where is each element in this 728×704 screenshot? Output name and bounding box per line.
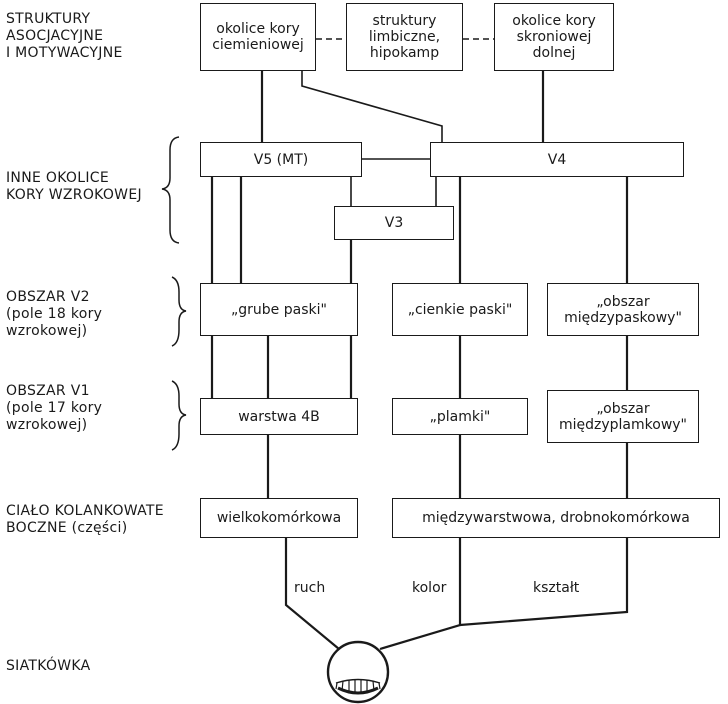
box-parvocellular: międzywarstwowa, drobnokomórkowa xyxy=(392,498,720,538)
box-parietal-cortex: okolice kory ciemieniowej xyxy=(200,3,316,71)
level-label-assoc: STRUKTURY ASOCJACYJNE I MOTYWACYJNE xyxy=(6,11,123,61)
box-interstripe: „obszar międzypaskowy" xyxy=(547,283,699,336)
pathway-label-shape: kształt xyxy=(531,580,582,597)
line-parietal-v4 xyxy=(301,70,443,142)
pathway-label-color: kolor xyxy=(410,580,449,597)
box-v3: V3 xyxy=(334,206,454,240)
brace-v2 xyxy=(171,276,187,347)
box-limbic-structures: struktury limbiczne, hipokamp xyxy=(346,3,463,71)
brace-other-visual xyxy=(161,136,180,244)
box-blobs: „plamki" xyxy=(392,398,528,435)
eye-icon xyxy=(326,640,390,704)
line-magno-retina xyxy=(284,538,340,650)
level-label-v1: OBSZAR V1 (pole 17 kory wzrokowej) xyxy=(6,383,103,433)
level-label-other-visual: INNE OKOLICE KORY WZROKOWEJ xyxy=(6,170,142,203)
line-parvo-retina-shape xyxy=(459,538,629,627)
level-label-lgn: CIAŁO KOLANKOWATE BOCZNE (części) xyxy=(6,503,164,536)
pathway-label-motion: ruch xyxy=(292,580,328,597)
box-v5-mt: V5 (MT) xyxy=(200,142,362,177)
box-magnocellular: wielkokomórkowa xyxy=(200,498,358,538)
level-label-v2: OBSZAR V2 (pole 18 kory wzrokowej) xyxy=(6,289,103,339)
box-layer-4b: warstwa 4B xyxy=(200,398,358,435)
box-thick-stripes: „grube paski" xyxy=(200,283,358,336)
box-v4: V4 xyxy=(430,142,684,177)
box-interblob: „obszar międzyplamkowy" xyxy=(547,390,699,443)
level-label-retina: SIATKÓWKA xyxy=(6,658,91,674)
box-thin-stripes: „cienkie paski" xyxy=(392,283,528,336)
brace-v1 xyxy=(171,380,187,451)
box-inferotemporal-cortex: okolice kory skroniowej dolnej xyxy=(494,3,614,71)
